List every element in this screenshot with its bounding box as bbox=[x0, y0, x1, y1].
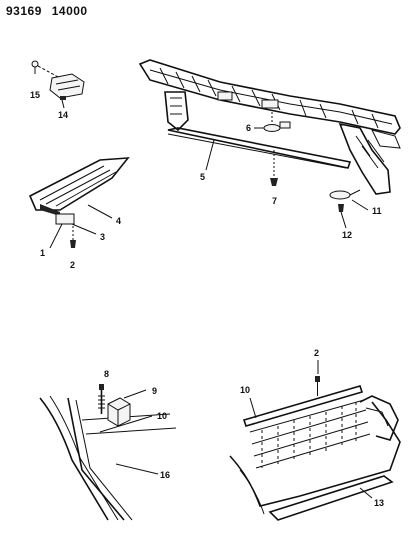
clip-screw-15 bbox=[31, 60, 61, 79]
callout-6: 6 bbox=[246, 123, 251, 133]
leader-16 bbox=[115, 463, 159, 475]
leader-13 bbox=[359, 487, 373, 499]
screw-2-left bbox=[70, 226, 76, 248]
step-bracket-assembly bbox=[28, 157, 130, 225]
leader-3 bbox=[71, 223, 97, 235]
lower-rail-bar-5 bbox=[167, 127, 352, 169]
retainer-block-9 bbox=[107, 397, 131, 427]
rocker-molding-10 bbox=[242, 385, 364, 427]
callout-10-left: 10 bbox=[157, 411, 167, 421]
callout-10-right: 10 bbox=[240, 385, 250, 395]
bolt-8 bbox=[98, 384, 105, 414]
callout-13: 13 bbox=[374, 498, 384, 508]
frame-rail-assembly bbox=[138, 59, 401, 195]
screw-12 bbox=[338, 204, 347, 229]
callout-7: 7 bbox=[272, 196, 277, 206]
clip-assembly-14 bbox=[49, 73, 85, 109]
catalog-number: 93169 bbox=[6, 4, 42, 18]
bracket-6 bbox=[263, 112, 291, 132]
leader-5 bbox=[205, 139, 215, 171]
rocker-body-panel bbox=[229, 395, 401, 515]
support-plate-11 bbox=[329, 189, 361, 200]
callout-11: 11 bbox=[372, 206, 382, 216]
callout-3: 3 bbox=[100, 232, 105, 242]
leader-4 bbox=[87, 204, 113, 219]
door-opening-detail bbox=[39, 395, 177, 521]
callout-4: 4 bbox=[116, 216, 121, 226]
callout-1: 1 bbox=[40, 248, 45, 258]
leader-11 bbox=[351, 199, 369, 211]
callout-5: 5 bbox=[200, 172, 205, 182]
callout-15: 15 bbox=[30, 90, 40, 100]
screw-7 bbox=[270, 150, 278, 186]
leader-10-right bbox=[249, 397, 257, 419]
callout-8: 8 bbox=[104, 369, 109, 379]
callout-9: 9 bbox=[152, 386, 157, 396]
diagram-header: 93169 14000 bbox=[6, 4, 88, 18]
callout-14: 14 bbox=[58, 110, 68, 120]
sill-trim-strip-13 bbox=[268, 475, 394, 521]
screw-2-right bbox=[315, 376, 320, 396]
callout-2-left: 2 bbox=[70, 260, 75, 270]
callout-2-right: 2 bbox=[314, 348, 319, 358]
fastener-1 bbox=[49, 223, 63, 249]
leader-9 bbox=[123, 389, 147, 399]
callout-16: 16 bbox=[160, 470, 170, 480]
callout-12: 12 bbox=[342, 230, 352, 240]
page-code: 14000 bbox=[51, 4, 88, 18]
leader-10-left bbox=[99, 415, 153, 433]
